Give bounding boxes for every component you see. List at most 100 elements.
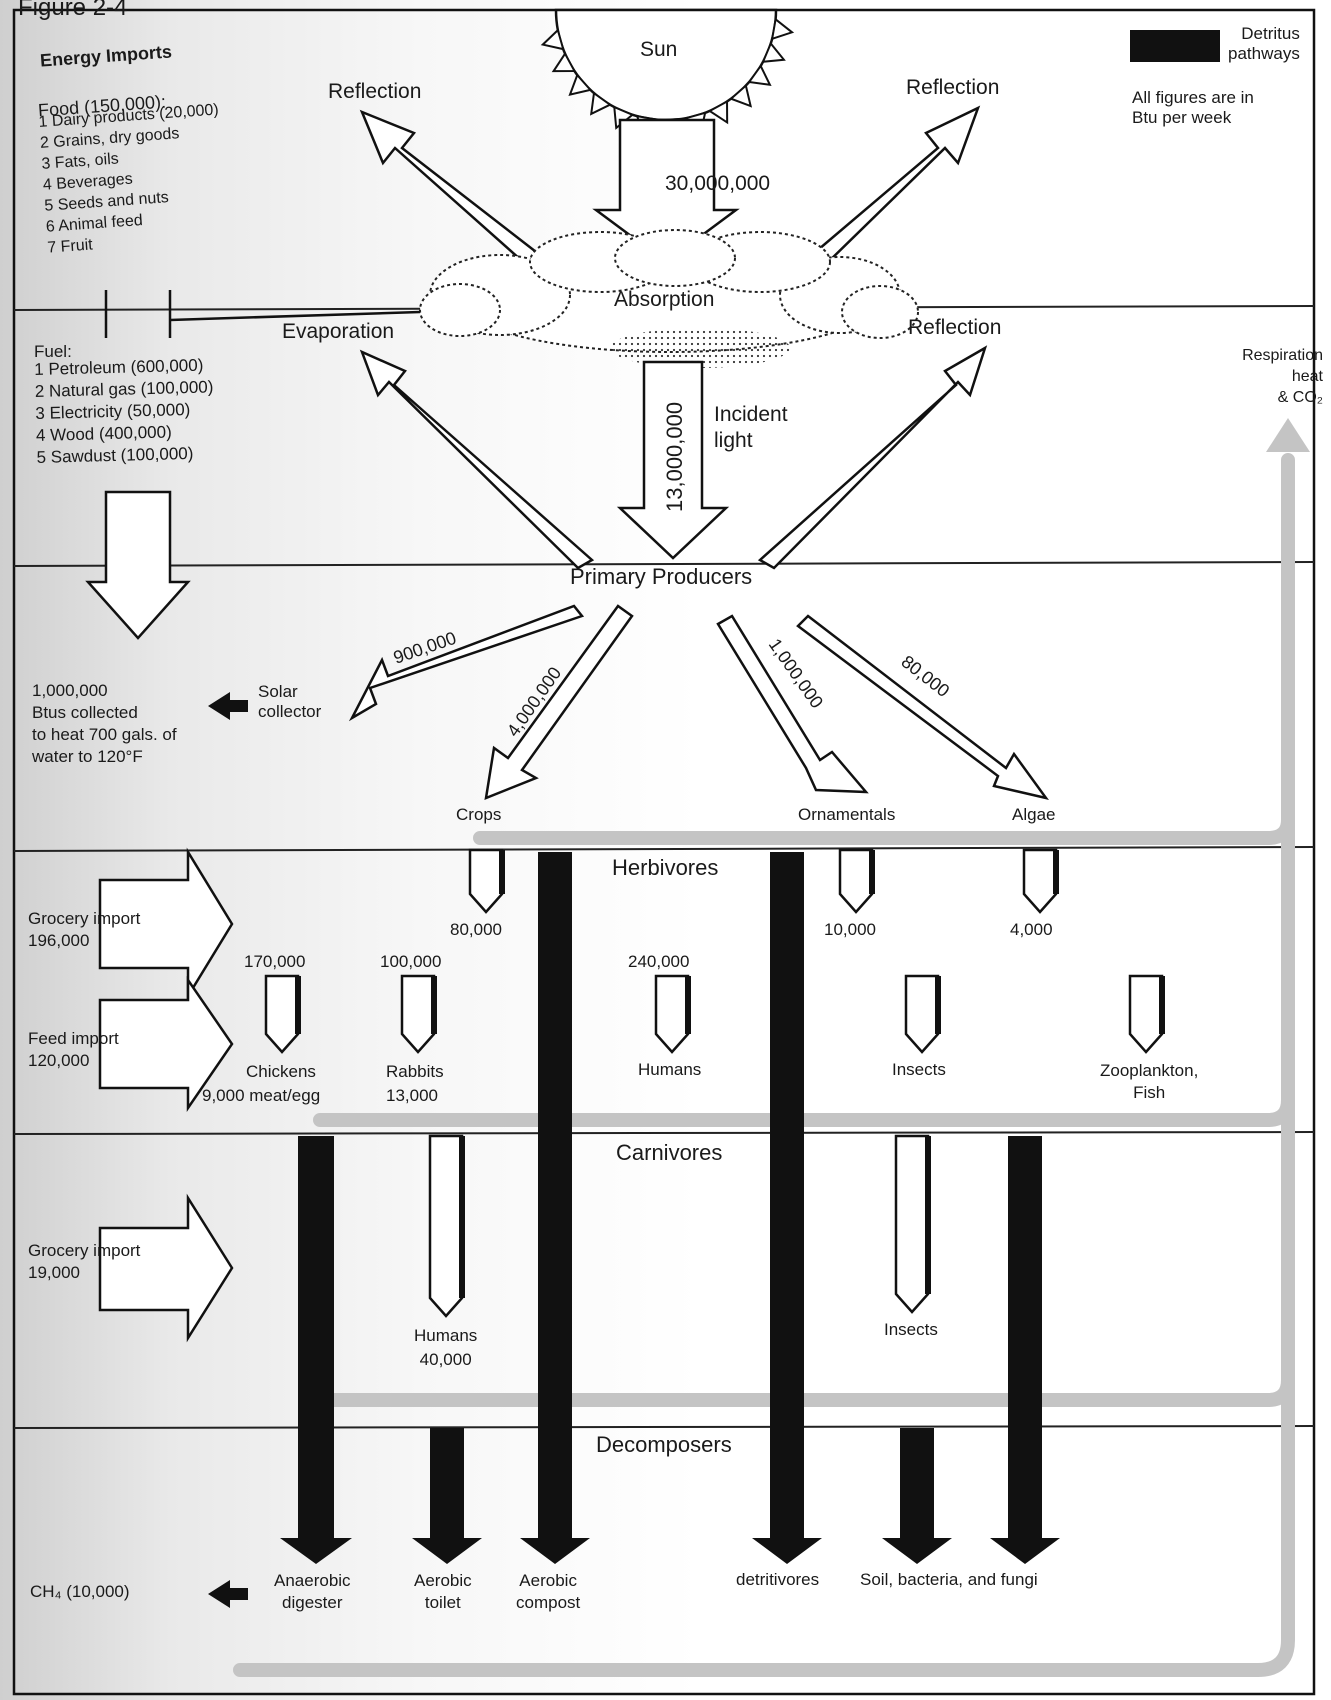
- chickens-label: Chickens: [246, 1062, 316, 1081]
- feed-import-arrow: [98, 975, 234, 1113]
- fuel-heading: Fuel:: [34, 342, 72, 361]
- insects-intake-arrow: [904, 974, 940, 1054]
- grocery-import-carnivore-arrow: [98, 1193, 234, 1343]
- sun-shape: [540, 8, 795, 140]
- sun-label: Sun: [640, 38, 678, 61]
- sun-flow-value: 30,000,000: [665, 172, 771, 195]
- algae-output-value: 4,000: [1010, 920, 1053, 939]
- fuel-connector: [104, 290, 421, 338]
- solar-collector-arrow: [348, 604, 585, 722]
- import-arrows: [98, 847, 234, 1343]
- chickens-input-value: 170,000: [244, 952, 306, 971]
- sun-ray: [770, 17, 795, 41]
- sun-ray: [729, 83, 753, 108]
- cloud-shading: [610, 328, 790, 368]
- solar-output-arrow: [208, 692, 248, 720]
- crops-arrow: [484, 604, 634, 800]
- crops-to-herbivore-arrow: [468, 848, 504, 914]
- reflection-upper-left-label: Reflection: [328, 80, 422, 103]
- ornamentals-to-herbivore-arrow: [838, 848, 874, 914]
- incident-light-arrow: [616, 360, 730, 560]
- solar-heating-note: 1,000,000 Btus collected to heat 700 gal…: [32, 681, 177, 767]
- sun-ray: [540, 28, 565, 51]
- herbivore-humans-label: Humans: [638, 1060, 702, 1079]
- legend-detritus-label: Detritus pathways: [1228, 24, 1300, 63]
- reflection-arrow-lower-right: [757, 345, 988, 570]
- incident-light-label: Incident light: [714, 403, 788, 453]
- detritus-detritivores: [752, 852, 822, 1564]
- reflection-arrow-upper-left: [359, 109, 542, 270]
- aerobic-compost-label: Aerobic compost: [516, 1571, 581, 1613]
- chickens-output-value: 9,000 meat/egg: [202, 1086, 321, 1105]
- figure-caption: Figure 2-4: [18, 0, 128, 21]
- food-item-list: 1 Dairy products (20,000) 2 Grains, dry …: [38, 101, 228, 260]
- crops-output-value: 80,000: [450, 920, 502, 939]
- fuel-item: 5 Sawdust (100,000): [36, 443, 194, 467]
- sun-ray: [707, 99, 729, 125]
- carnivores-label: Carnivores: [616, 1140, 723, 1165]
- carnivore-insects-label: Insects: [884, 1320, 938, 1339]
- carnivore-humans-arrow: [428, 1134, 464, 1318]
- methane-output-label: CH₄ (10,000): [30, 1582, 130, 1601]
- soil-bacteria-fungi-label: Soil, bacteria, and fungi: [860, 1570, 1038, 1589]
- anaerobic-digester-label: Anaerobic digester: [274, 1571, 351, 1613]
- fuel-item-list: 1 Petroleum (600,000) 2 Natural gas (100…: [34, 355, 215, 470]
- respiration-label: Respiration heat & CO₂: [1242, 347, 1323, 406]
- detritus-aerobic-toilet: [412, 1428, 482, 1564]
- small-flow-arrows: [264, 848, 1165, 1318]
- grocery-import-herbivore-arrow: [98, 847, 234, 1001]
- detritus-soil-fish: [990, 1136, 1060, 1564]
- decomposers-label: Decomposers: [596, 1432, 732, 1457]
- humans-intake-arrow: [654, 974, 690, 1054]
- carnivore-humans-label: Humans 40,000: [414, 1326, 478, 1369]
- sun-ray: [568, 73, 593, 97]
- legend-units-note: All figures are in Btu per week: [1132, 88, 1254, 127]
- evaporation-label: Evaporation: [282, 320, 395, 343]
- solar-collector-label: Solar collector: [258, 682, 322, 721]
- detritivores-label: detritivores: [736, 1570, 820, 1589]
- algae-arrow: [796, 614, 1049, 800]
- respiration-pathway: [233, 453, 1295, 1677]
- absorption-cloud: [419, 229, 919, 353]
- detritus-anaerobic-digester: [280, 1136, 352, 1564]
- band-dividers: [13, 305, 1315, 1429]
- detritus-soil-insects: [882, 1428, 952, 1564]
- methane-output-arrow: [208, 1580, 248, 1608]
- primary-producers-label: Primary Producers: [570, 564, 753, 589]
- evaporation-arrow: [359, 349, 595, 570]
- grocery-import-carnivore-label: Grocery import 19,000: [28, 1241, 141, 1283]
- crops-label: Crops: [456, 805, 502, 824]
- fuel-import-arrow: [85, 490, 191, 640]
- legend-detritus-swatch: [1130, 30, 1220, 62]
- rabbits-input-value: 100,000: [380, 952, 442, 971]
- sun-ray: [761, 41, 786, 63]
- rabbits-output-value: 13,000: [386, 1086, 438, 1105]
- zooplankton-fish-label: Zooplankton, Fish: [1100, 1061, 1199, 1103]
- incident-light-value: 13,000,000: [662, 402, 687, 512]
- ornamentals-label: Ornamentals: [798, 805, 896, 824]
- reflection-lower-label: Reflection: [908, 316, 1002, 339]
- algae-to-herbivore-arrow: [1022, 848, 1058, 914]
- ornamentals-output-value: 10,000: [824, 920, 876, 939]
- zooplankton-intake-arrow: [1128, 974, 1164, 1054]
- sun-ray: [747, 64, 772, 87]
- reflection-upper-right-label: Reflection: [906, 76, 1000, 99]
- reflection-arrow-upper-right: [810, 105, 981, 270]
- herbivore-insects-label: Insects: [892, 1060, 946, 1079]
- carnivore-insects-arrow: [894, 1134, 930, 1314]
- algae-label: Algae: [1012, 805, 1056, 824]
- detritus-aerobic-compost: [520, 852, 590, 1564]
- sun-ray: [551, 51, 577, 73]
- chickens-intake-arrow: [264, 974, 300, 1054]
- herbivores-label: Herbivores: [612, 855, 719, 880]
- rabbits-label: Rabbits: [386, 1062, 444, 1081]
- detritus-pathways: [280, 852, 1060, 1564]
- feed-import-label: Feed import 120,000: [28, 1029, 119, 1071]
- respiration-arrowhead: [1266, 418, 1310, 452]
- absorption-label: Absorption: [614, 288, 715, 311]
- grocery-import-herbivore-label: Grocery import 196,000: [28, 909, 141, 951]
- rabbits-intake-arrow: [400, 974, 436, 1054]
- ornamentals-arrow: [716, 614, 869, 794]
